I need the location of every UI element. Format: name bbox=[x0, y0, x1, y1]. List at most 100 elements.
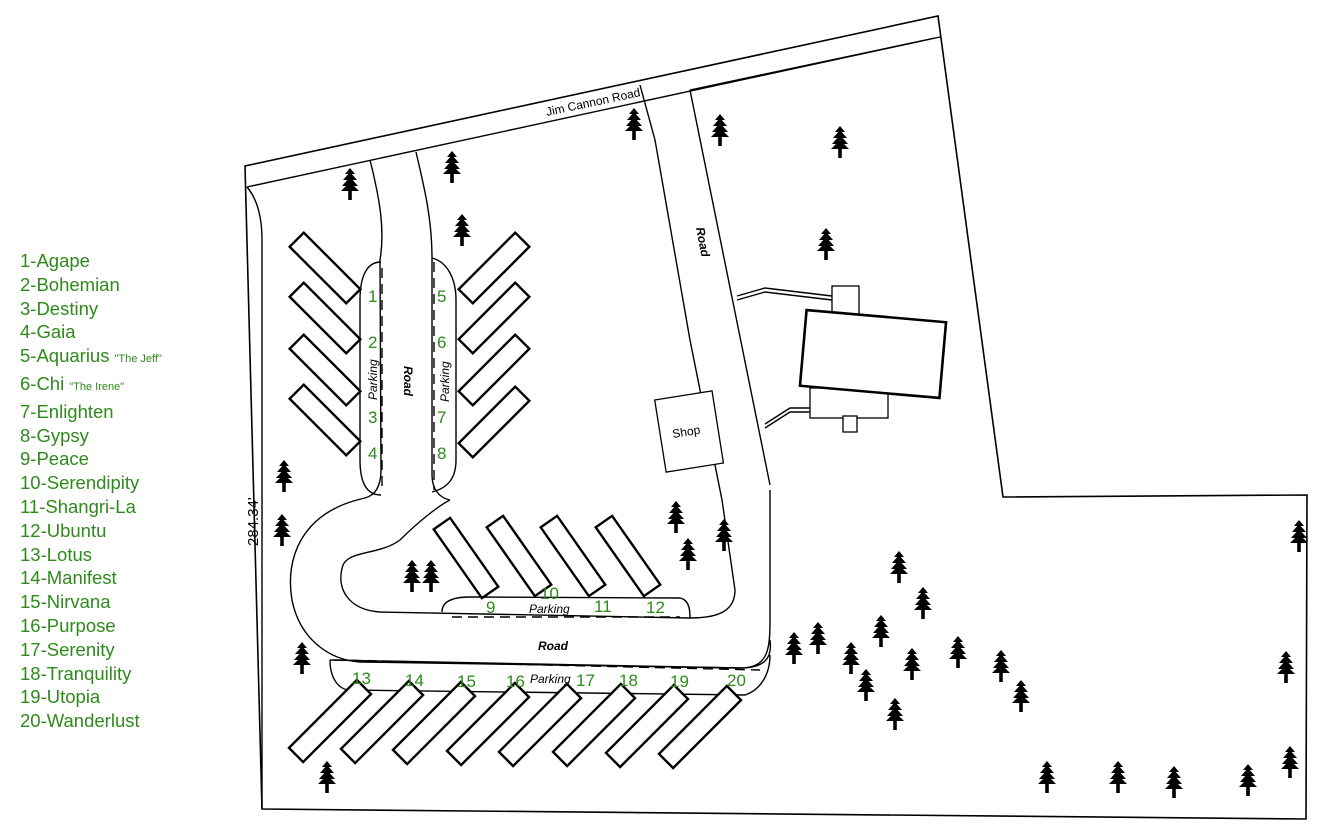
site-number: 4 bbox=[368, 444, 377, 463]
pine-tree-icon bbox=[318, 761, 336, 793]
pine-tree-icon bbox=[293, 642, 311, 674]
legend-site-name: 5-Aquarius bbox=[20, 345, 110, 367]
shop-label: Shop bbox=[671, 423, 701, 441]
site-number: 18 bbox=[619, 671, 638, 690]
pine-tree-icon bbox=[1281, 746, 1299, 778]
legend-item: 17-Serenity bbox=[20, 638, 235, 662]
legend-site-name: 17-Serenity bbox=[20, 638, 115, 660]
road-label-center: Road bbox=[401, 366, 415, 397]
site-number: 20 bbox=[727, 671, 746, 690]
site-number: 14 bbox=[405, 671, 424, 690]
legend-item: 4-Gaia bbox=[20, 320, 235, 344]
site-number: 11 bbox=[594, 597, 612, 616]
legend-item: 13-Lotus bbox=[20, 543, 235, 567]
parking-label-middle: Parking bbox=[529, 602, 570, 616]
pine-tree-icon bbox=[1109, 761, 1127, 793]
pine-tree-icon bbox=[667, 501, 685, 533]
site-number: 12 bbox=[646, 598, 665, 617]
legend-item: 12-Ubuntu bbox=[20, 519, 235, 543]
pine-tree-icon bbox=[886, 698, 904, 730]
legend-site-name: 12-Ubuntu bbox=[20, 519, 107, 541]
legend-site-name: 10-Serendipity bbox=[20, 472, 140, 494]
dimension-label: 284.34' bbox=[245, 497, 262, 546]
site-number: 2 bbox=[368, 333, 377, 352]
inner-island bbox=[340, 84, 736, 619]
parking-label-bottom: Parking bbox=[530, 672, 571, 686]
legend-site-name: 1-Agape bbox=[20, 250, 90, 271]
legend-item: 15-Nirvana bbox=[20, 590, 235, 614]
legend-site-name: 19-Utopia bbox=[20, 686, 101, 708]
parking-spaces-9-12 bbox=[432, 514, 662, 600]
legend-item: 7-Enlighten bbox=[20, 400, 235, 424]
site-number: 13 bbox=[352, 669, 371, 688]
pine-tree-icon bbox=[949, 636, 967, 668]
pine-tree-icon bbox=[1239, 764, 1257, 796]
legend-item: 1-Agape bbox=[20, 249, 235, 273]
pine-tree-icon bbox=[422, 560, 440, 592]
pine-tree-icon bbox=[992, 650, 1010, 682]
pine-tree-icon bbox=[857, 669, 875, 701]
pine-tree-icon bbox=[872, 615, 890, 647]
legend-site-name: 4-Gaia bbox=[20, 321, 76, 343]
legend-item: 10-Serendipity bbox=[20, 471, 235, 495]
pine-tree-icon bbox=[785, 632, 803, 664]
legend-item: 20-Wanderlust bbox=[20, 709, 235, 733]
legend-site-name: 20-Wanderlust bbox=[20, 710, 140, 732]
site-number: 17 bbox=[576, 671, 595, 690]
legend-site-name: 6-Chi bbox=[20, 372, 65, 394]
legend-item: 5-Aquarius "The Jeff" bbox=[20, 344, 235, 372]
pine-tree-icon bbox=[903, 648, 921, 680]
site-number: 7 bbox=[437, 408, 446, 427]
legend-site-name: 8-Gypsy bbox=[20, 424, 89, 446]
legend-site-name: 13-Lotus bbox=[20, 543, 92, 565]
legend-site-name: 14-Manifest bbox=[20, 567, 117, 589]
legend-item: 3-Destiny bbox=[20, 297, 235, 321]
legend-site-nickname: "The Jeff" bbox=[114, 353, 162, 366]
parking-label-right: Parking bbox=[438, 361, 452, 402]
legend-item: 8-Gypsy bbox=[20, 424, 235, 448]
legend-item: 19-Utopia bbox=[20, 685, 235, 709]
parcel-line bbox=[689, 37, 936, 91]
pine-tree-icon bbox=[625, 108, 643, 140]
site-number: 8 bbox=[437, 444, 446, 463]
site-number: 3 bbox=[368, 408, 377, 427]
pine-tree-icon bbox=[1277, 651, 1295, 683]
parking-spaces-13-20 bbox=[287, 678, 743, 770]
legend-site-name: 11-Shangri-La bbox=[20, 495, 136, 517]
parking-label-left: Parking bbox=[366, 359, 380, 400]
legend-site-name: 3-Destiny bbox=[20, 297, 99, 319]
legend-item: 14-Manifest bbox=[20, 566, 235, 590]
legend-item: 11-Shangri-La bbox=[20, 495, 235, 519]
pine-tree-icon bbox=[1290, 520, 1308, 552]
legend-site-nickname: "The Irene" bbox=[69, 380, 125, 393]
legend-site-name: 2-Bohemian bbox=[20, 273, 120, 295]
pine-tree-icon bbox=[273, 514, 291, 546]
site-number: 16 bbox=[506, 672, 525, 691]
site-number: 10 bbox=[540, 584, 559, 603]
road-label-north: Road bbox=[693, 226, 713, 259]
legend-site-name: 18-Tranquility bbox=[20, 662, 132, 684]
pine-tree-icon bbox=[711, 114, 729, 146]
pine-tree-icon bbox=[715, 519, 733, 551]
legend-site-name: 7-Enlighten bbox=[20, 400, 114, 422]
pine-tree-icon bbox=[1038, 761, 1056, 793]
pine-tree-icon bbox=[890, 551, 908, 583]
legend-item: 2-Bohemian bbox=[20, 273, 235, 297]
pine-tree-icon bbox=[809, 622, 827, 654]
pine-tree-icon bbox=[443, 151, 461, 183]
legend-item: 6-Chi "The Irene" bbox=[20, 372, 235, 400]
pine-tree-icon bbox=[403, 560, 421, 592]
site-number: 15 bbox=[457, 672, 476, 691]
pine-tree-icon bbox=[914, 587, 932, 619]
pine-tree-icon bbox=[1165, 766, 1183, 798]
site-number: 9 bbox=[486, 598, 495, 617]
parking-spaces-5-8 bbox=[456, 230, 532, 460]
legend-item: 9-Peace bbox=[20, 447, 235, 471]
site-number: 5 bbox=[437, 287, 446, 306]
pine-tree-icon bbox=[831, 126, 849, 158]
road-label-south: Road bbox=[538, 639, 569, 653]
pine-tree-icon bbox=[817, 228, 835, 260]
